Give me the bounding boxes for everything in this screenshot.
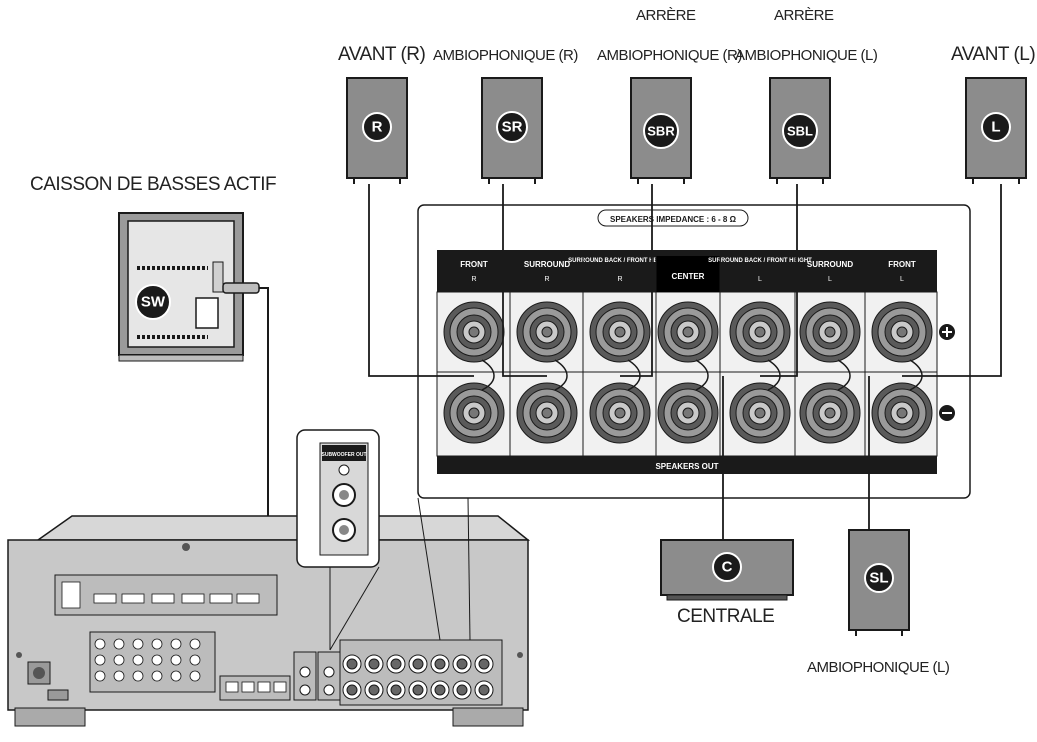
- svg-text:SURROUND BACK / FRONT HEIGHT: SURROUND BACK / FRONT HEIGHT: [568, 258, 672, 264]
- caption-surround-back-right-line2: AMBIOPHONIQUE (R): [597, 47, 742, 64]
- svg-text:L: L: [758, 276, 762, 283]
- badge-sl: SL: [869, 570, 888, 587]
- channel-header-front-r: FRONT R: [460, 260, 488, 283]
- binding-post-plus-1: [443, 301, 505, 363]
- svg-text:R: R: [617, 276, 622, 283]
- av-receiver: [7, 515, 531, 727]
- svg-text:FRONT: FRONT: [460, 260, 488, 269]
- svg-text:CENTER: CENTER: [672, 272, 705, 281]
- jumper-wire: [554, 359, 568, 391]
- binding-post-minus-2: [516, 382, 578, 444]
- subwoofer: SW: [118, 212, 260, 362]
- binding-post-minus-4: [657, 382, 719, 444]
- badge-sbl: SBL: [787, 124, 813, 139]
- binding-post-minus-5: [729, 382, 791, 444]
- caption-surround-back-left-line1: ARRÈRE: [774, 7, 834, 24]
- badge-r: R: [372, 119, 383, 136]
- jumper-wire: [481, 359, 495, 391]
- binding-post-minus-7: [871, 382, 933, 444]
- impedance-label: SPEAKERS IMPEDANCE : 6 - 8 Ω: [610, 215, 737, 224]
- svg-text:SURROUND: SURROUND: [807, 260, 853, 269]
- caption-center: CENTRALE: [677, 606, 774, 627]
- binding-post-plus-2: [516, 301, 578, 363]
- badge-sbr: SBR: [647, 124, 675, 139]
- badge-sr: SR: [502, 119, 523, 136]
- binding-post-plus-6: [799, 301, 861, 363]
- svg-text:R: R: [544, 276, 549, 283]
- svg-text:FRONT: FRONT: [888, 260, 916, 269]
- channel-header-center: CENTER: [672, 272, 705, 281]
- speaker-surround-back-left: SBL: [769, 77, 831, 184]
- binding-post-plus-3: [589, 301, 651, 363]
- jumper-wire: [695, 359, 709, 391]
- speaker-surround-back-right: SBR: [630, 77, 692, 184]
- caption-surround-back-right-line1: ARRÈRE: [636, 7, 696, 24]
- speaker-surround-left: SL: [848, 529, 910, 636]
- speaker-surround-right: SR: [481, 77, 543, 184]
- caption-surround-back-left-line2: AMBIOPHONIQUE (L): [735, 47, 878, 64]
- channel-header-front-l: FRONT L: [888, 260, 916, 283]
- svg-text:R: R: [471, 276, 476, 283]
- binding-post-plus-7: [871, 301, 933, 363]
- binding-post-minus-1: [443, 382, 505, 444]
- speaker-wires: [368, 184, 1002, 540]
- badge-c: C: [722, 559, 733, 576]
- caption-subwoofer: CAISSON DE BASSES ACTIF: [30, 174, 276, 195]
- svg-text:SURROUND BACK / FRONT HEIGHT: SURROUND BACK / FRONT HEIGHT: [708, 258, 812, 264]
- speaker-terminal-panel: SPEAKERS IMPEDANCE : 6 - 8 Ω SPEAKERS OU…: [417, 204, 971, 499]
- svg-text:SURROUND: SURROUND: [524, 260, 570, 269]
- caption-surround-left: AMBIOPHONIQUE (L): [807, 659, 950, 676]
- badge-l: L: [991, 119, 1000, 136]
- channel-header-surround-back-l: SURROUND BACK / FRONT HEIGHT L: [708, 258, 812, 283]
- binding-post-plus-5: [729, 301, 791, 363]
- binding-post-minus-6: [799, 382, 861, 444]
- badge-sw: SW: [141, 294, 166, 311]
- svg-text:L: L: [900, 276, 904, 283]
- caption-front-left: AVANT (L): [951, 44, 1035, 65]
- channel-header-surround-l: SURROUND L: [807, 260, 853, 283]
- binding-post-minus-3: [589, 382, 651, 444]
- caption-front-right: AVANT (R): [338, 44, 426, 65]
- subwoofer-out-callout: SUBWOOFER OUT: [296, 429, 380, 651]
- panel-footer: SPEAKERS OUT: [655, 462, 718, 471]
- channel-header-surround-back-r: SURROUND BACK / FRONT HEIGHT R: [568, 258, 672, 283]
- speaker-front-left: L: [965, 77, 1027, 184]
- speaker-front-right: R: [346, 77, 408, 184]
- jumper-wire: [837, 359, 851, 391]
- caption-surround-right: AMBIOPHONIQUE (R): [433, 47, 578, 64]
- binding-post-plus-4: [657, 301, 719, 363]
- svg-text:L: L: [828, 276, 832, 283]
- subwoofer-out-label: SUBWOOFER OUT: [322, 452, 367, 458]
- terminal-grid: [443, 301, 933, 444]
- speaker-center: C: [660, 539, 794, 601]
- channel-header-surround-r: SURROUND R: [524, 260, 570, 283]
